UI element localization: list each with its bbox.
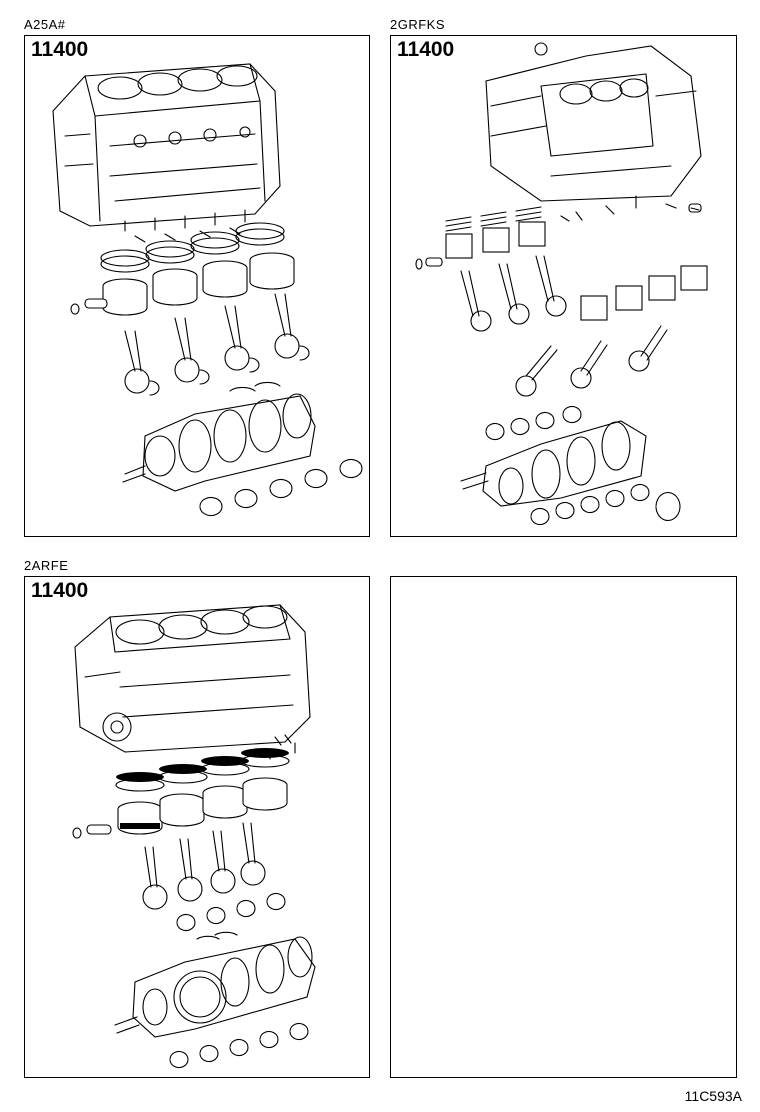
connecting-rods-drawing bbox=[124, 293, 310, 396]
pistons-drawing bbox=[70, 252, 295, 316]
bearing-cap-bolts-drawing bbox=[124, 209, 246, 243]
cylinder-block-drawing bbox=[52, 63, 281, 227]
cylinder-block-drawing bbox=[74, 604, 311, 753]
engine-code-label: 2GRFKS bbox=[390, 17, 446, 32]
cylinder-block-drawing bbox=[485, 42, 702, 202]
crankshaft-drawing bbox=[122, 393, 316, 492]
part-number[interactable]: 11400 bbox=[31, 38, 89, 61]
illustration-code: 11C593A bbox=[684, 1088, 742, 1104]
rod-bearings-drawing bbox=[176, 892, 286, 932]
bearing-cap-bolts-drawing bbox=[269, 734, 296, 760]
parts-panel-empty bbox=[390, 576, 737, 1078]
parts-panel-2grfks: 11400 bbox=[390, 35, 737, 537]
main-bearings-drawing bbox=[169, 1022, 309, 1069]
bearing-cap-bolts-drawing bbox=[560, 195, 702, 222]
connecting-rods-drawing bbox=[460, 255, 668, 397]
connecting-rods-drawing bbox=[142, 822, 266, 910]
piston-ring-sets-drawing bbox=[445, 206, 542, 232]
thrust-washers-drawing bbox=[196, 931, 238, 940]
engine-code-label: 2ARFE bbox=[24, 558, 69, 573]
short-block-assembly-illustration bbox=[415, 42, 708, 526]
part-number[interactable]: 11400 bbox=[397, 38, 455, 61]
thrust-washers-drawing bbox=[229, 381, 281, 392]
piston-ring-sets-drawing bbox=[100, 222, 285, 273]
short-block-assembly-illustration bbox=[72, 604, 316, 1069]
crankshaft-drawing bbox=[114, 936, 316, 1038]
parts-panel-2arfe: 11400 bbox=[24, 576, 370, 1078]
main-bearings-drawing bbox=[199, 458, 363, 517]
piston-ring-sets-drawing bbox=[115, 748, 290, 792]
part-number[interactable]: 11400 bbox=[31, 579, 89, 602]
pistons-drawing bbox=[72, 777, 288, 839]
engine-code-label: A25A# bbox=[24, 17, 66, 32]
crankshaft-drawing bbox=[460, 420, 647, 507]
pistons-drawing bbox=[415, 221, 708, 321]
short-block-assembly-illustration bbox=[52, 63, 363, 517]
parts-panel-a25a: 11400 bbox=[24, 35, 370, 537]
main-bearings-drawing bbox=[485, 405, 681, 526]
